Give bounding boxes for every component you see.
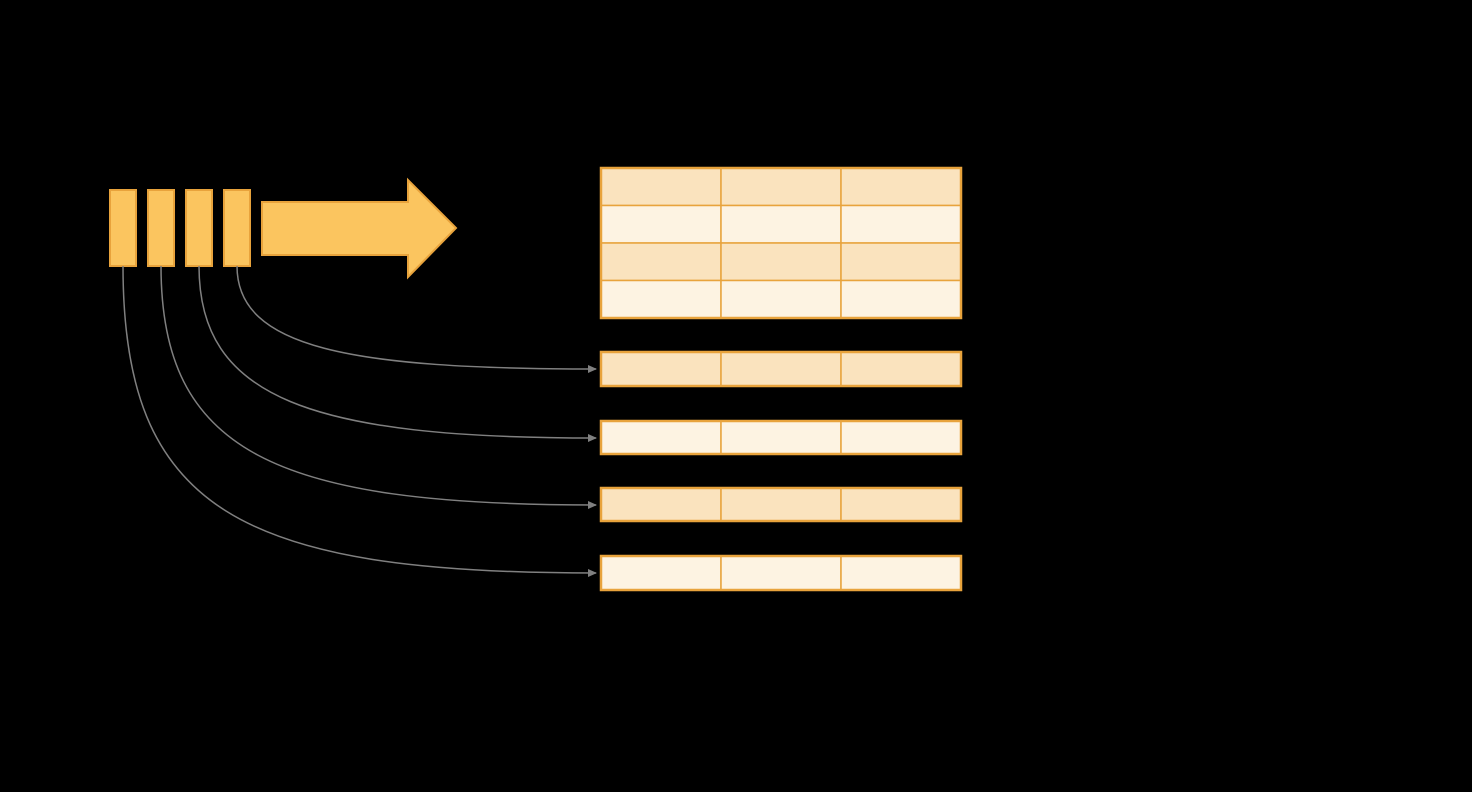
row-table-4-cell-2: [720, 555, 842, 591]
main-table-cell-r3c1: [600, 242, 722, 282]
record-bar-3: [185, 189, 213, 267]
record-bar-1: [109, 189, 137, 267]
row-table-4-cell-1: [600, 555, 722, 591]
main-table-cell-r4c2: [720, 279, 842, 319]
connector-record-2-to-row-table-3: [160, 265, 597, 509]
main-table-cell-r3c3: [840, 242, 962, 282]
record-bar-4: [223, 189, 251, 267]
main-table-cell-r3c2: [720, 242, 842, 282]
main-table-cell-r1c3: [840, 167, 962, 207]
connector-record-3-to-row-table-2: [198, 265, 597, 442]
row-table-2-cell-3: [840, 420, 962, 455]
flow-arrow-icon: [261, 177, 458, 280]
row-table-4-border: [599, 554, 963, 592]
connector-record-4-to-row-table-1: [236, 265, 597, 373]
connectors: [122, 265, 597, 577]
row-table-3-border: [599, 486, 963, 523]
main-table-cell-r4c1: [600, 279, 722, 319]
row-table-2-cell-2: [720, 420, 842, 455]
row-table-1-cell-3: [840, 351, 962, 387]
row-table-3-cell-1: [600, 487, 722, 522]
row-table-2: [599, 419, 963, 456]
main-table-cell-r4c3: [840, 279, 962, 319]
main-table: [599, 166, 963, 320]
main-table-cell-r2c3: [840, 204, 962, 244]
row-table-4: [599, 554, 963, 592]
row-table-2-cell-1: [600, 420, 722, 455]
main-table-cell-r2c1: [600, 204, 722, 244]
connector-record-1-to-row-table-4: [122, 265, 597, 577]
row-table-1: [599, 350, 963, 388]
main-table-border: [599, 166, 963, 320]
row-table-3-cell-3: [840, 487, 962, 522]
row-table-2-border: [599, 419, 963, 456]
main-table-cell-r1c2: [720, 167, 842, 207]
record-bar-2: [147, 189, 175, 267]
main-table-cell-r1c1: [600, 167, 722, 207]
row-table-3-cell-2: [720, 487, 842, 522]
main-table-cell-r2c2: [720, 204, 842, 244]
record-stack: [109, 189, 251, 267]
row-table-1-cell-2: [720, 351, 842, 387]
row-table-4-cell-3: [840, 555, 962, 591]
row-table-1-border: [599, 350, 963, 388]
row-table-3: [599, 486, 963, 523]
row-table-1-cell-1: [600, 351, 722, 387]
